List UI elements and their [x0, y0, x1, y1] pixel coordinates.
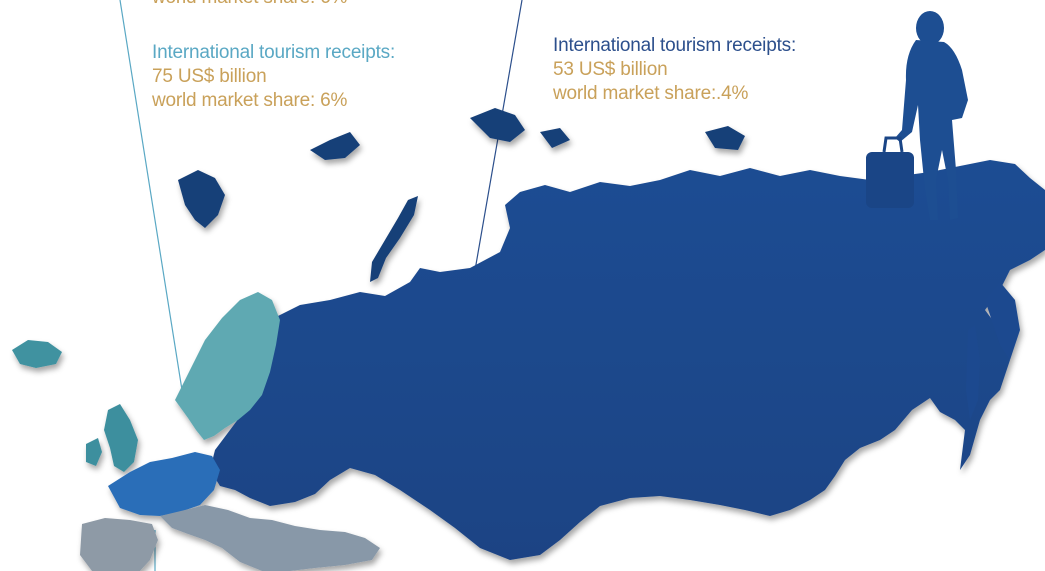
region-iceland — [12, 340, 62, 368]
region-russia — [210, 160, 1045, 560]
label-west-receipts-value: 75 US$ billion — [152, 66, 267, 87]
region-severnaya-zemlya — [470, 108, 525, 142]
region-kamchatka — [985, 282, 1020, 360]
label-east-share: world market share:.4% — [553, 83, 749, 104]
label-west-share: world market share: 6% — [152, 90, 348, 111]
region-svalbard — [178, 170, 225, 228]
label-east-receipts-value: 53 US$ billion — [553, 59, 668, 80]
region-ireland — [86, 438, 102, 466]
traveler-silhouette-icon — [895, 11, 968, 220]
region-iberia — [80, 518, 158, 571]
leader-line-west — [119, 0, 183, 391]
region-new-siberian-islands — [705, 126, 745, 150]
region-northern-europe — [175, 292, 280, 440]
region-wrangel-island — [540, 128, 570, 148]
suitcase-icon — [866, 136, 914, 208]
region-franz-josef — [310, 132, 360, 160]
label-west-heading: International tourism receipts: — [152, 42, 396, 63]
region-uk — [104, 404, 138, 472]
region-sakhalin — [966, 325, 980, 420]
region-novaya-zemlya — [370, 196, 418, 282]
label-top-cut-share: world market share: 6% — [152, 0, 347, 10]
label-west-receipts: International tourism receipts: 75 US$ b… — [152, 41, 395, 113]
label-east-heading: International tourism receipts: — [553, 35, 797, 56]
region-southern-europe — [160, 505, 380, 571]
label-east-receipts: International tourism receipts: 53 US$ b… — [553, 34, 796, 106]
region-central-europe — [108, 452, 220, 516]
label-top-cut: world market share: 6% — [152, 0, 347, 10]
